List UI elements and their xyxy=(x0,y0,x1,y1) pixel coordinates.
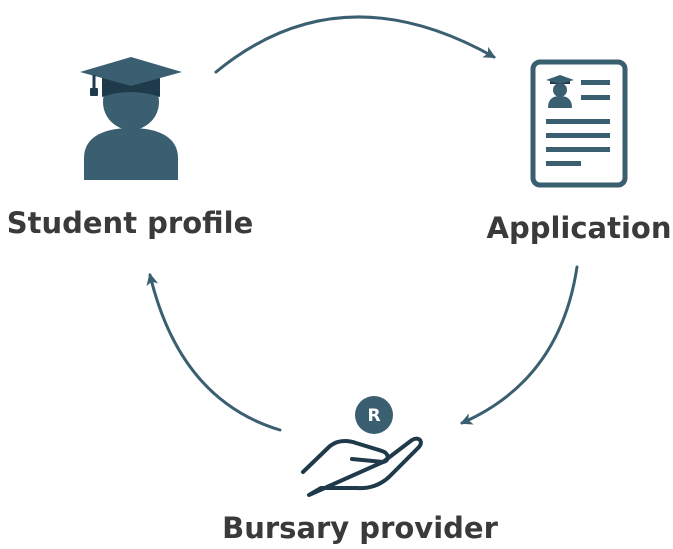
graduate-student-icon xyxy=(80,57,182,180)
coin-badge xyxy=(355,396,393,434)
hand-with-coin-icon: R xyxy=(301,396,423,497)
arrow-student-to-application xyxy=(214,15,496,74)
application-document-icon xyxy=(530,59,628,188)
student-node: Student profile xyxy=(7,57,254,240)
arrow-application-to-bursary xyxy=(460,265,579,425)
arrow-bursary-to-student xyxy=(146,273,282,432)
application-node: Application xyxy=(487,59,672,245)
bursary-label: Bursary provider xyxy=(222,511,498,545)
student-label: Student profile xyxy=(7,206,254,240)
coin-symbol: R xyxy=(367,406,380,426)
application-label: Application xyxy=(487,211,672,245)
bursary-node: R Bursary provider xyxy=(222,396,499,545)
